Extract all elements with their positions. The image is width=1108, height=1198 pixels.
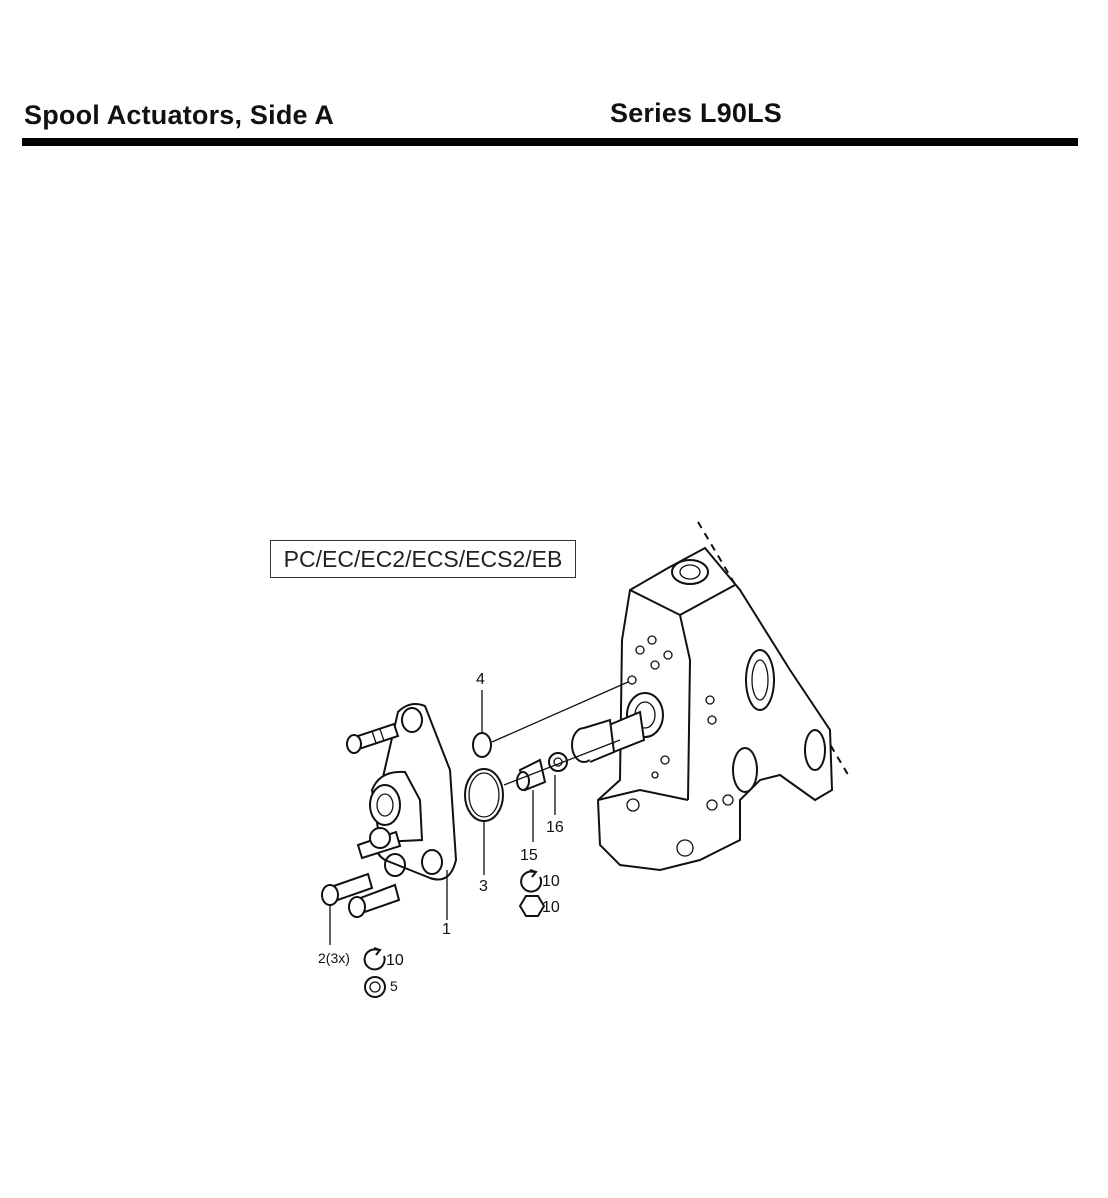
align-line-lower: [503, 739, 621, 786]
callout-1: 1: [442, 921, 451, 938]
part-2-bolt-lower-left: [321, 872, 374, 906]
hex-icon-15: [518, 895, 546, 917]
variant-label-box: PC/EC/EC2/ECS/ECS2/EB: [270, 540, 576, 578]
torque-icon-15: [520, 870, 543, 893]
torque-icon-2: [363, 948, 386, 971]
part-15-plug: [516, 758, 547, 842]
header-rule: [22, 138, 1078, 146]
callout-4: 4: [476, 671, 485, 688]
callout-2-qty: 2(3x): [318, 950, 350, 966]
part-2-bolt-middle: [356, 827, 402, 860]
torque-value-15: 10: [542, 873, 560, 890]
part-4-oring-small: [472, 732, 492, 758]
part-2-bolt-upper: [346, 722, 400, 754]
part-2-bolt-lower-right: [348, 883, 401, 918]
callout-5: 5: [390, 978, 398, 994]
hex-value-15: 10: [542, 899, 560, 916]
spool-end-assembly: [548, 692, 664, 772]
torque-value-2: 10: [386, 952, 404, 969]
valve-body-housing: [596, 546, 834, 872]
series-title: Series L90LS: [610, 98, 782, 128]
callout-15: 15: [520, 847, 538, 864]
page-title: Spool Actuators, Side A: [24, 100, 335, 130]
washer-icon-5: [364, 976, 386, 998]
callout-16: 16: [546, 819, 564, 836]
part-3-oring-large: [464, 768, 504, 822]
align-line-upper: [491, 681, 629, 743]
callout-3: 3: [479, 878, 488, 895]
